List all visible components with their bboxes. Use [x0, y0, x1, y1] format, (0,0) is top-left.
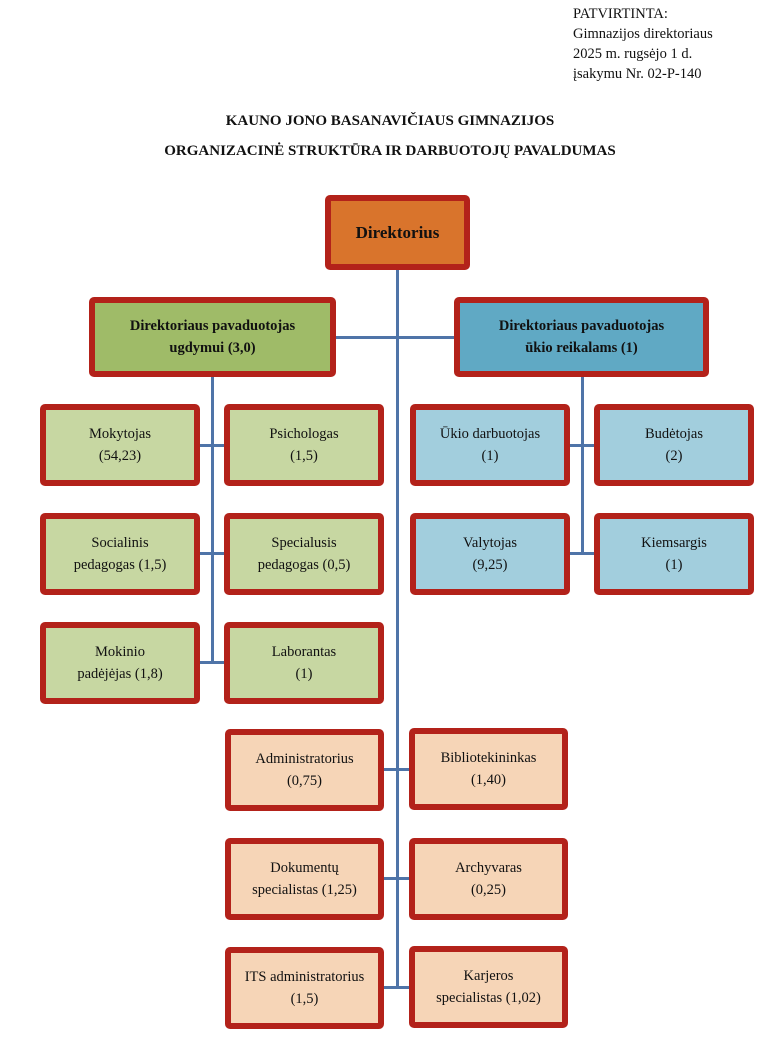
box-label-line: pedagogas (1,5): [73, 557, 167, 573]
box-label-line: (9,25): [472, 557, 508, 573]
connector: [199, 552, 224, 555]
staff-box-documents-specialist: Dokumentų specialistas (1,25): [225, 838, 384, 920]
staff-box-administrator: Administratorius (0,75): [225, 729, 384, 811]
connector: [569, 552, 594, 555]
page-title-line-2: ORGANIZACINĖ STRUKTŪRA IR DARBUOTOJŲ PAV…: [164, 143, 616, 159]
director-box: Direktorius: [325, 195, 470, 270]
box-label-line: specialistas (1,02): [436, 990, 541, 1006]
box-label-line: Specialusis: [271, 535, 337, 551]
approval-line: PATVIRTINTA:: [573, 6, 668, 22]
staff-box-yard-keeper: Kiemsargis (1): [594, 513, 754, 595]
staff-box-maintenance-worker: Ūkio darbuotojas (1): [410, 404, 570, 486]
box-label-line: padėjėjas (1,8): [77, 666, 163, 682]
box-label-line: Administratorius: [255, 751, 354, 767]
staff-box-its-administrator: ITS administratorius (1,5): [225, 947, 384, 1029]
box-label-line: (0,25): [470, 882, 507, 898]
box-label-line: (1): [295, 666, 313, 682]
education-vertical-connector: [211, 376, 214, 664]
box-label-line: Mokinio: [95, 644, 145, 660]
box-label-line: ūkio reikalams (1): [525, 340, 638, 356]
connector: [199, 444, 224, 447]
box-label-line: Valytojas: [463, 535, 517, 551]
connector: [383, 877, 410, 880]
box-label-line: ugdymui (3,0): [169, 340, 256, 356]
deputies-horizontal-connector: [335, 336, 455, 339]
connector: [383, 986, 410, 989]
staff-box-teacher: Mokytojas (54,23): [40, 404, 200, 486]
economic-vertical-connector: [581, 376, 584, 554]
box-label-line: Laborantas: [271, 644, 337, 660]
box-label-line: (1): [665, 557, 683, 573]
main-vertical-connector: [396, 269, 399, 989]
box-label-line: (1,5): [290, 448, 318, 464]
page-title-line-1: KAUNO JONO BASANAVIČIAUS GIMNAZIJOS: [225, 113, 555, 129]
staff-box-watchman: Budėtojas (2): [594, 404, 754, 486]
staff-box-archivist: Archyvaras (0,25): [409, 838, 568, 920]
box-label-line: (2): [665, 448, 683, 464]
staff-box-lab-assistant: Laborantas (1): [224, 622, 384, 704]
staff-box-cleaner: Valytojas (9,25): [410, 513, 570, 595]
box-label-line: Bibliotekininkas: [440, 750, 537, 766]
box-label-line: Psichologas: [269, 426, 339, 442]
box-label-line: (1,40): [470, 772, 507, 788]
box-label-line: Kiemsargis: [641, 535, 707, 551]
economic-deputy-box: Direktoriaus pavaduotojas ūkio reikalams…: [454, 297, 709, 377]
box-label-line: Direktoriaus pavaduotojas: [498, 318, 665, 334]
box-label-line: specialistas (1,25): [252, 882, 357, 898]
staff-box-career-specialist: Karjeros specialistas (1,02): [409, 946, 568, 1028]
approval-line: įsakymu Nr. 02-P-140: [573, 66, 702, 82]
box-label-line: Dokumentų: [270, 860, 339, 876]
staff-box-librarian: Bibliotekininkas (1,40): [409, 728, 568, 810]
approval-line: 2025 m. rugsėjo 1 d.: [573, 46, 693, 62]
box-label-line: Ūkio darbuotojas: [439, 426, 541, 442]
director-label: Direktorius: [355, 222, 440, 242]
staff-box-psychologist: Psichologas (1,5): [224, 404, 384, 486]
box-label-line: Budėtojas: [645, 426, 703, 442]
box-label-line: Mokytojas: [88, 426, 152, 442]
connector: [569, 444, 594, 447]
box-label-line: Socialinis: [91, 535, 149, 551]
approval-line: Gimnazijos direktoriaus: [573, 26, 713, 42]
box-label-line: Archyvaras: [455, 860, 522, 876]
education-deputy-box: Direktoriaus pavaduotojas ugdymui (3,0): [89, 297, 336, 377]
staff-box-student-assistant: Mokinio padėjėjas (1,8): [40, 622, 200, 704]
staff-box-special-pedagogue: Specialusis pedagogas (0,5): [224, 513, 384, 595]
staff-box-social-pedagogue: Socialinis pedagogas (1,5): [40, 513, 200, 595]
box-label-line: (54,23): [98, 448, 142, 464]
box-label-line: Karjeros: [463, 968, 514, 984]
box-label-line: pedagogas (0,5): [257, 557, 351, 573]
box-label-line: ITS administratorius: [244, 969, 365, 985]
box-label-line: (0,75): [286, 773, 323, 789]
box-label-line: (1,5): [290, 991, 319, 1007]
connector: [383, 768, 410, 771]
box-label-line: Direktoriaus pavaduotojas: [129, 318, 296, 334]
connector: [199, 661, 224, 664]
approval-block: PATVIRTINTA: Gimnazijos direktoriaus 202…: [573, 4, 713, 84]
box-label-line: (1): [481, 448, 499, 464]
